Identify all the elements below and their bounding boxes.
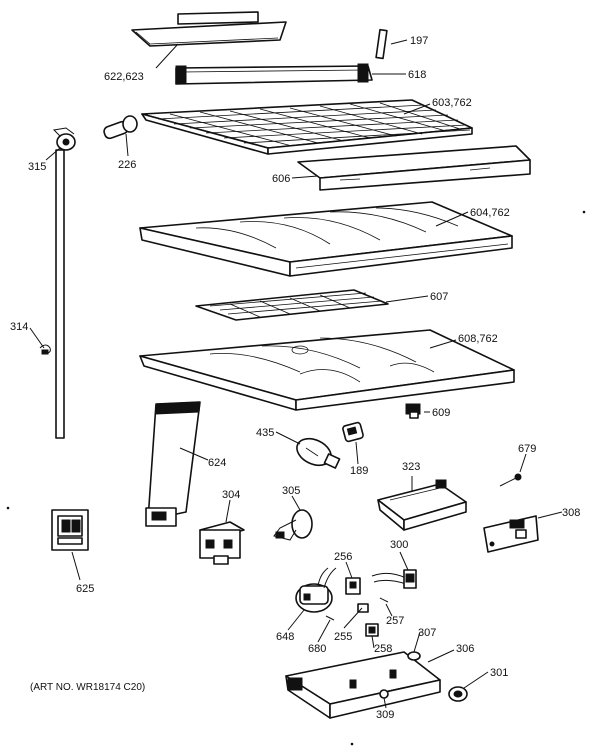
part-435-lamp-bulb <box>296 437 341 469</box>
part-603-762-wire-shelf <box>141 99 473 155</box>
label-256: 256 <box>334 551 352 563</box>
part-624-panel <box>145 401 201 527</box>
label-314: 314 <box>10 321 28 333</box>
label-679: 679 <box>518 443 536 455</box>
label-618: 618 <box>408 69 426 81</box>
label-608-762: 608,762 <box>458 333 498 345</box>
label-625: 625 <box>76 583 94 595</box>
label-189: 189 <box>350 465 368 477</box>
label-308: 308 <box>562 507 580 519</box>
part-304-timer <box>199 521 245 565</box>
part-606-cover <box>297 145 531 191</box>
label-255: 255 <box>334 631 352 643</box>
part-679-screw <box>499 473 522 487</box>
label-606: 606 <box>272 173 290 185</box>
label-258: 258 <box>374 643 392 655</box>
label-624: 624 <box>208 457 226 469</box>
leader-lines <box>29 43 563 709</box>
part-300-connector <box>371 569 417 589</box>
label-435: 435 <box>256 427 274 439</box>
part-315-314-control-rod <box>39 127 76 439</box>
part-189-socket <box>342 421 364 443</box>
label-603-762: 603,762 <box>432 97 472 109</box>
part-323-bracket <box>377 479 467 531</box>
part-680-screw <box>325 615 335 621</box>
part-609-clip <box>405 403 421 419</box>
part-305-thermostat <box>273 509 313 541</box>
part-301-grommet <box>448 686 468 702</box>
label-648: 648 <box>276 631 294 643</box>
label-607: 607 <box>430 291 448 303</box>
label-305: 305 <box>282 485 300 497</box>
part-625-light-switch <box>51 509 89 551</box>
part-622-623-top-cover <box>131 11 287 47</box>
part-256-relay <box>345 577 361 595</box>
label-300: 300 <box>390 539 408 551</box>
part-608-762-lower-pan <box>139 329 515 411</box>
label-604-762: 604,762 <box>470 207 510 219</box>
label-315: 315 <box>28 161 46 173</box>
part-labels: 197 618 622,623 603,762 315 226 606 604,… <box>10 35 580 721</box>
stray-marks <box>6 210 586 746</box>
part-306-307-309-cover <box>285 651 441 719</box>
part-197-pin <box>375 28 408 60</box>
label-609: 609 <box>432 407 450 419</box>
label-307: 307 <box>418 627 436 639</box>
label-306: 306 <box>456 643 474 655</box>
label-323: 323 <box>402 461 420 473</box>
art-number: (ART NO. WR18174 C20) <box>30 682 145 693</box>
label-622-623: 622,623 <box>104 71 144 83</box>
part-226-knob <box>103 115 138 140</box>
part-648-overload <box>295 567 337 613</box>
part-255-clip <box>357 603 369 613</box>
label-257: 257 <box>386 615 404 627</box>
label-197: 197 <box>410 35 428 47</box>
label-304: 304 <box>222 489 240 501</box>
part-618-rail <box>175 63 373 85</box>
part-607-screen <box>195 289 389 321</box>
part-308-switch-plate <box>483 515 539 553</box>
label-680: 680 <box>308 643 326 655</box>
label-301: 301 <box>490 667 508 679</box>
part-257-screw <box>379 597 389 603</box>
label-226: 226 <box>118 159 136 171</box>
label-309: 309 <box>376 709 394 721</box>
part-604-762-pan <box>139 201 513 277</box>
part-258-terminal <box>365 623 379 637</box>
